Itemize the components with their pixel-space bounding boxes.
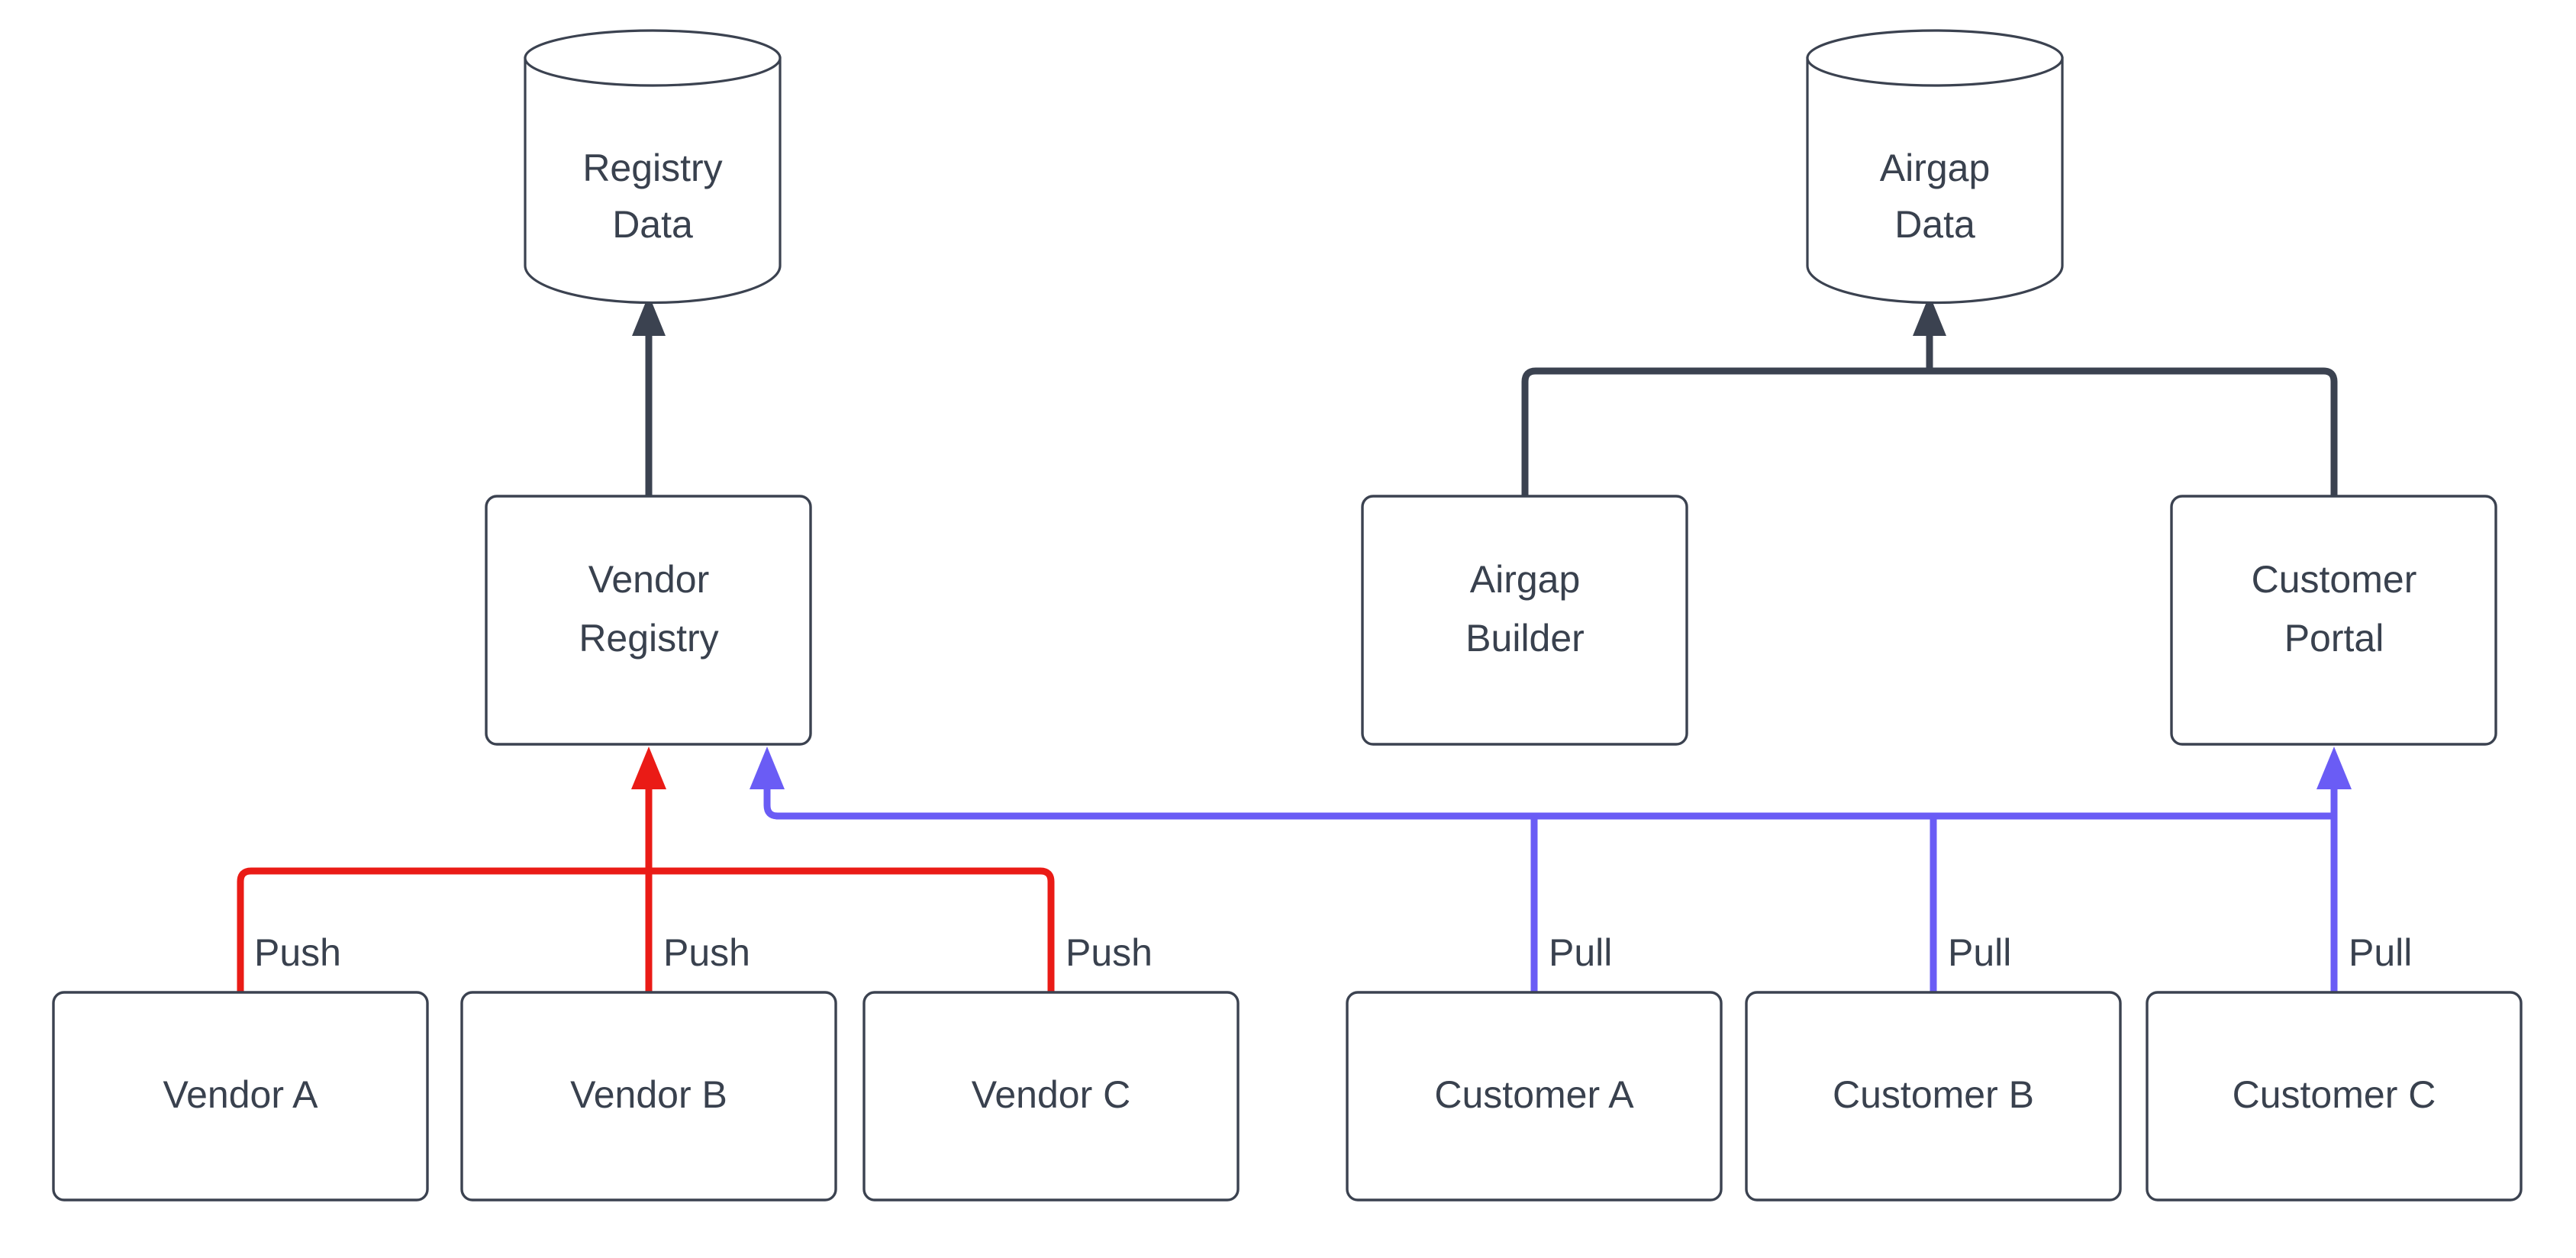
box-outline bbox=[2146, 991, 2523, 1202]
service-airgap-builder[interactable]: Airgap Builder bbox=[1361, 495, 1688, 746]
actor-label: Customer B bbox=[1833, 1073, 2034, 1116]
service-label-line2: Registry bbox=[579, 617, 718, 660]
edge-label-pull-customer-a: Pull bbox=[1549, 931, 1612, 974]
edge-vendors-push-to-registry bbox=[237, 747, 1055, 992]
cylinder-body bbox=[1806, 56, 2064, 305]
service-customer-portal[interactable]: Customer Portal bbox=[2170, 495, 2497, 746]
box-outline bbox=[1346, 991, 1723, 1202]
edge-vendor-registry-to-registry-data bbox=[632, 295, 666, 498]
cylinder-top bbox=[1806, 29, 2064, 87]
service-vendor-registry[interactable]: Vendor Registry bbox=[485, 495, 812, 746]
actor-label: Customer A bbox=[1434, 1073, 1634, 1116]
datastore-label-line1: Airgap bbox=[1880, 147, 1991, 189]
service-label-line1: Vendor bbox=[588, 558, 709, 601]
datastore-registry-data[interactable]: Registry Data bbox=[524, 29, 782, 305]
actor-vendor-c[interactable]: Vendor C bbox=[862, 991, 1240, 1202]
box-outline bbox=[485, 495, 812, 746]
arrowhead-up-icon bbox=[631, 747, 666, 789]
arrowhead-up-icon bbox=[632, 295, 666, 336]
edge-label-push-vendor-b: Push bbox=[663, 931, 750, 974]
service-label-line2: Portal bbox=[2284, 617, 2384, 660]
datastore-label-line2: Data bbox=[612, 203, 693, 246]
actor-customer-b[interactable]: Customer B bbox=[1745, 991, 2122, 1202]
box-outline bbox=[2170, 495, 2497, 746]
actor-label: Customer C bbox=[2233, 1073, 2436, 1116]
service-label-line2: Builder bbox=[1465, 617, 1585, 660]
box-outline bbox=[460, 991, 837, 1202]
box-outline bbox=[1745, 991, 2122, 1202]
service-label-line1: Customer bbox=[2252, 558, 2417, 601]
box-outline bbox=[1361, 495, 1688, 746]
actor-vendor-a[interactable]: Vendor A bbox=[52, 991, 429, 1202]
pull-bus bbox=[763, 771, 2334, 820]
cylinder-top bbox=[524, 29, 782, 87]
arrowhead-up-icon bbox=[2316, 747, 2352, 789]
arrowhead-up-icon bbox=[750, 747, 785, 789]
datastore-label-line1: Registry bbox=[582, 147, 722, 189]
actor-vendor-b[interactable]: Vendor B bbox=[460, 991, 837, 1202]
actor-customer-c[interactable]: Customer C bbox=[2146, 991, 2523, 1202]
service-label-line1: Airgap bbox=[1470, 558, 1581, 601]
actor-customer-a[interactable]: Customer A bbox=[1346, 991, 1723, 1202]
edge-customers-pull bbox=[750, 747, 2352, 992]
arrowhead-up-icon bbox=[1913, 295, 1946, 336]
datastore-label-line2: Data bbox=[1894, 203, 1975, 246]
box-outline bbox=[52, 991, 429, 1202]
edge-label-push-vendor-a: Push bbox=[254, 931, 341, 974]
edge-bracket bbox=[1521, 367, 2338, 498]
edge-label-pull-customer-c: Pull bbox=[2349, 931, 2412, 974]
actor-label: Vendor A bbox=[163, 1073, 319, 1116]
box-outline bbox=[862, 991, 1240, 1202]
datastore-airgap-data[interactable]: Airgap Data bbox=[1806, 29, 2064, 305]
actor-label: Vendor B bbox=[570, 1073, 727, 1116]
edge-label-pull-customer-b: Pull bbox=[1948, 931, 2011, 974]
actor-label: Vendor C bbox=[972, 1073, 1130, 1116]
cylinder-body bbox=[524, 56, 782, 305]
edge-label-push-vendor-c: Push bbox=[1066, 931, 1153, 974]
edge-builders-to-airgap-data bbox=[1521, 295, 2338, 498]
